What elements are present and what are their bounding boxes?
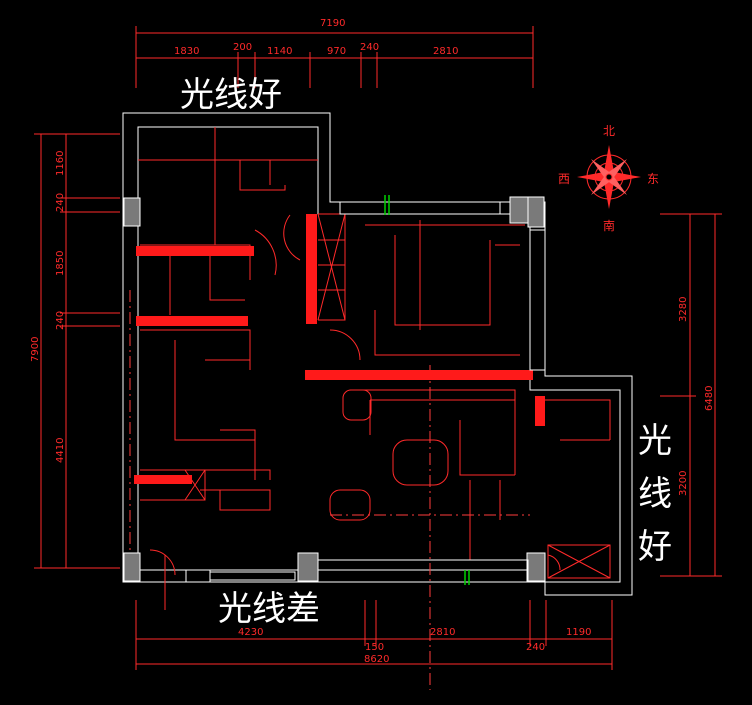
- dim-bottom-seg-1: 4230: [238, 627, 263, 638]
- dim-top-seg-5: 240: [360, 42, 379, 53]
- dim-top-seg-4: 970: [327, 46, 346, 57]
- dim-bottom-seg-5: 1190: [566, 627, 591, 638]
- compass-north-label: 北: [603, 124, 615, 138]
- note-right-char-2: 线: [638, 474, 672, 514]
- dim-right-seg-1: 3280: [678, 297, 689, 322]
- dim-left-seg-5: 4410: [55, 438, 66, 463]
- dim-left-seg-1: 1160: [55, 151, 66, 176]
- dim-top-seg-3: 1140: [267, 46, 292, 57]
- dim-bottom-seg-4: 240: [526, 642, 545, 653]
- dim-top-seg-1: 1830: [174, 46, 199, 57]
- bottom-dimension-chain: [135, 600, 613, 670]
- dim-left-seg-3: 1850: [55, 251, 66, 276]
- note-good-light-top: 光线好: [180, 75, 282, 115]
- compass-rose-icon: [577, 145, 641, 209]
- dim-bottom-seg-2: 150: [365, 642, 384, 653]
- green-markers: [384, 195, 470, 585]
- structural-columns: [123, 196, 546, 582]
- right-dimension-chain: [660, 213, 722, 577]
- dim-left-overall: 7900: [30, 337, 41, 362]
- note-right-char-1: 光: [638, 421, 672, 461]
- red-walls: [134, 214, 545, 484]
- dim-bottom-seg-3: 2810: [430, 627, 455, 638]
- dim-left-seg-4: 240: [55, 311, 66, 330]
- dim-bottom-overall: 8620: [364, 654, 389, 665]
- dim-top-seg-6: 2810: [433, 46, 458, 57]
- top-dimension-chain: [135, 26, 534, 88]
- axis-lines: [129, 290, 530, 690]
- dim-right-seg-2: 3200: [678, 471, 689, 496]
- note-poor-light-bottom: 光线差: [218, 589, 320, 629]
- note-right-char-3: 好: [638, 527, 672, 567]
- left-dimension-chain: [34, 133, 120, 569]
- dim-right-overall: 6480: [704, 386, 715, 411]
- dim-left-seg-2: 240: [55, 193, 66, 212]
- compass-south-label: 南: [603, 218, 615, 233]
- compass-east-label: 东: [647, 172, 659, 186]
- dim-top-seg-2: 200: [233, 42, 252, 53]
- windows: [185, 201, 546, 583]
- interior-linework: [138, 127, 611, 610]
- compass-west-label: 西: [558, 172, 570, 186]
- dim-top-overall: 7190: [320, 18, 345, 29]
